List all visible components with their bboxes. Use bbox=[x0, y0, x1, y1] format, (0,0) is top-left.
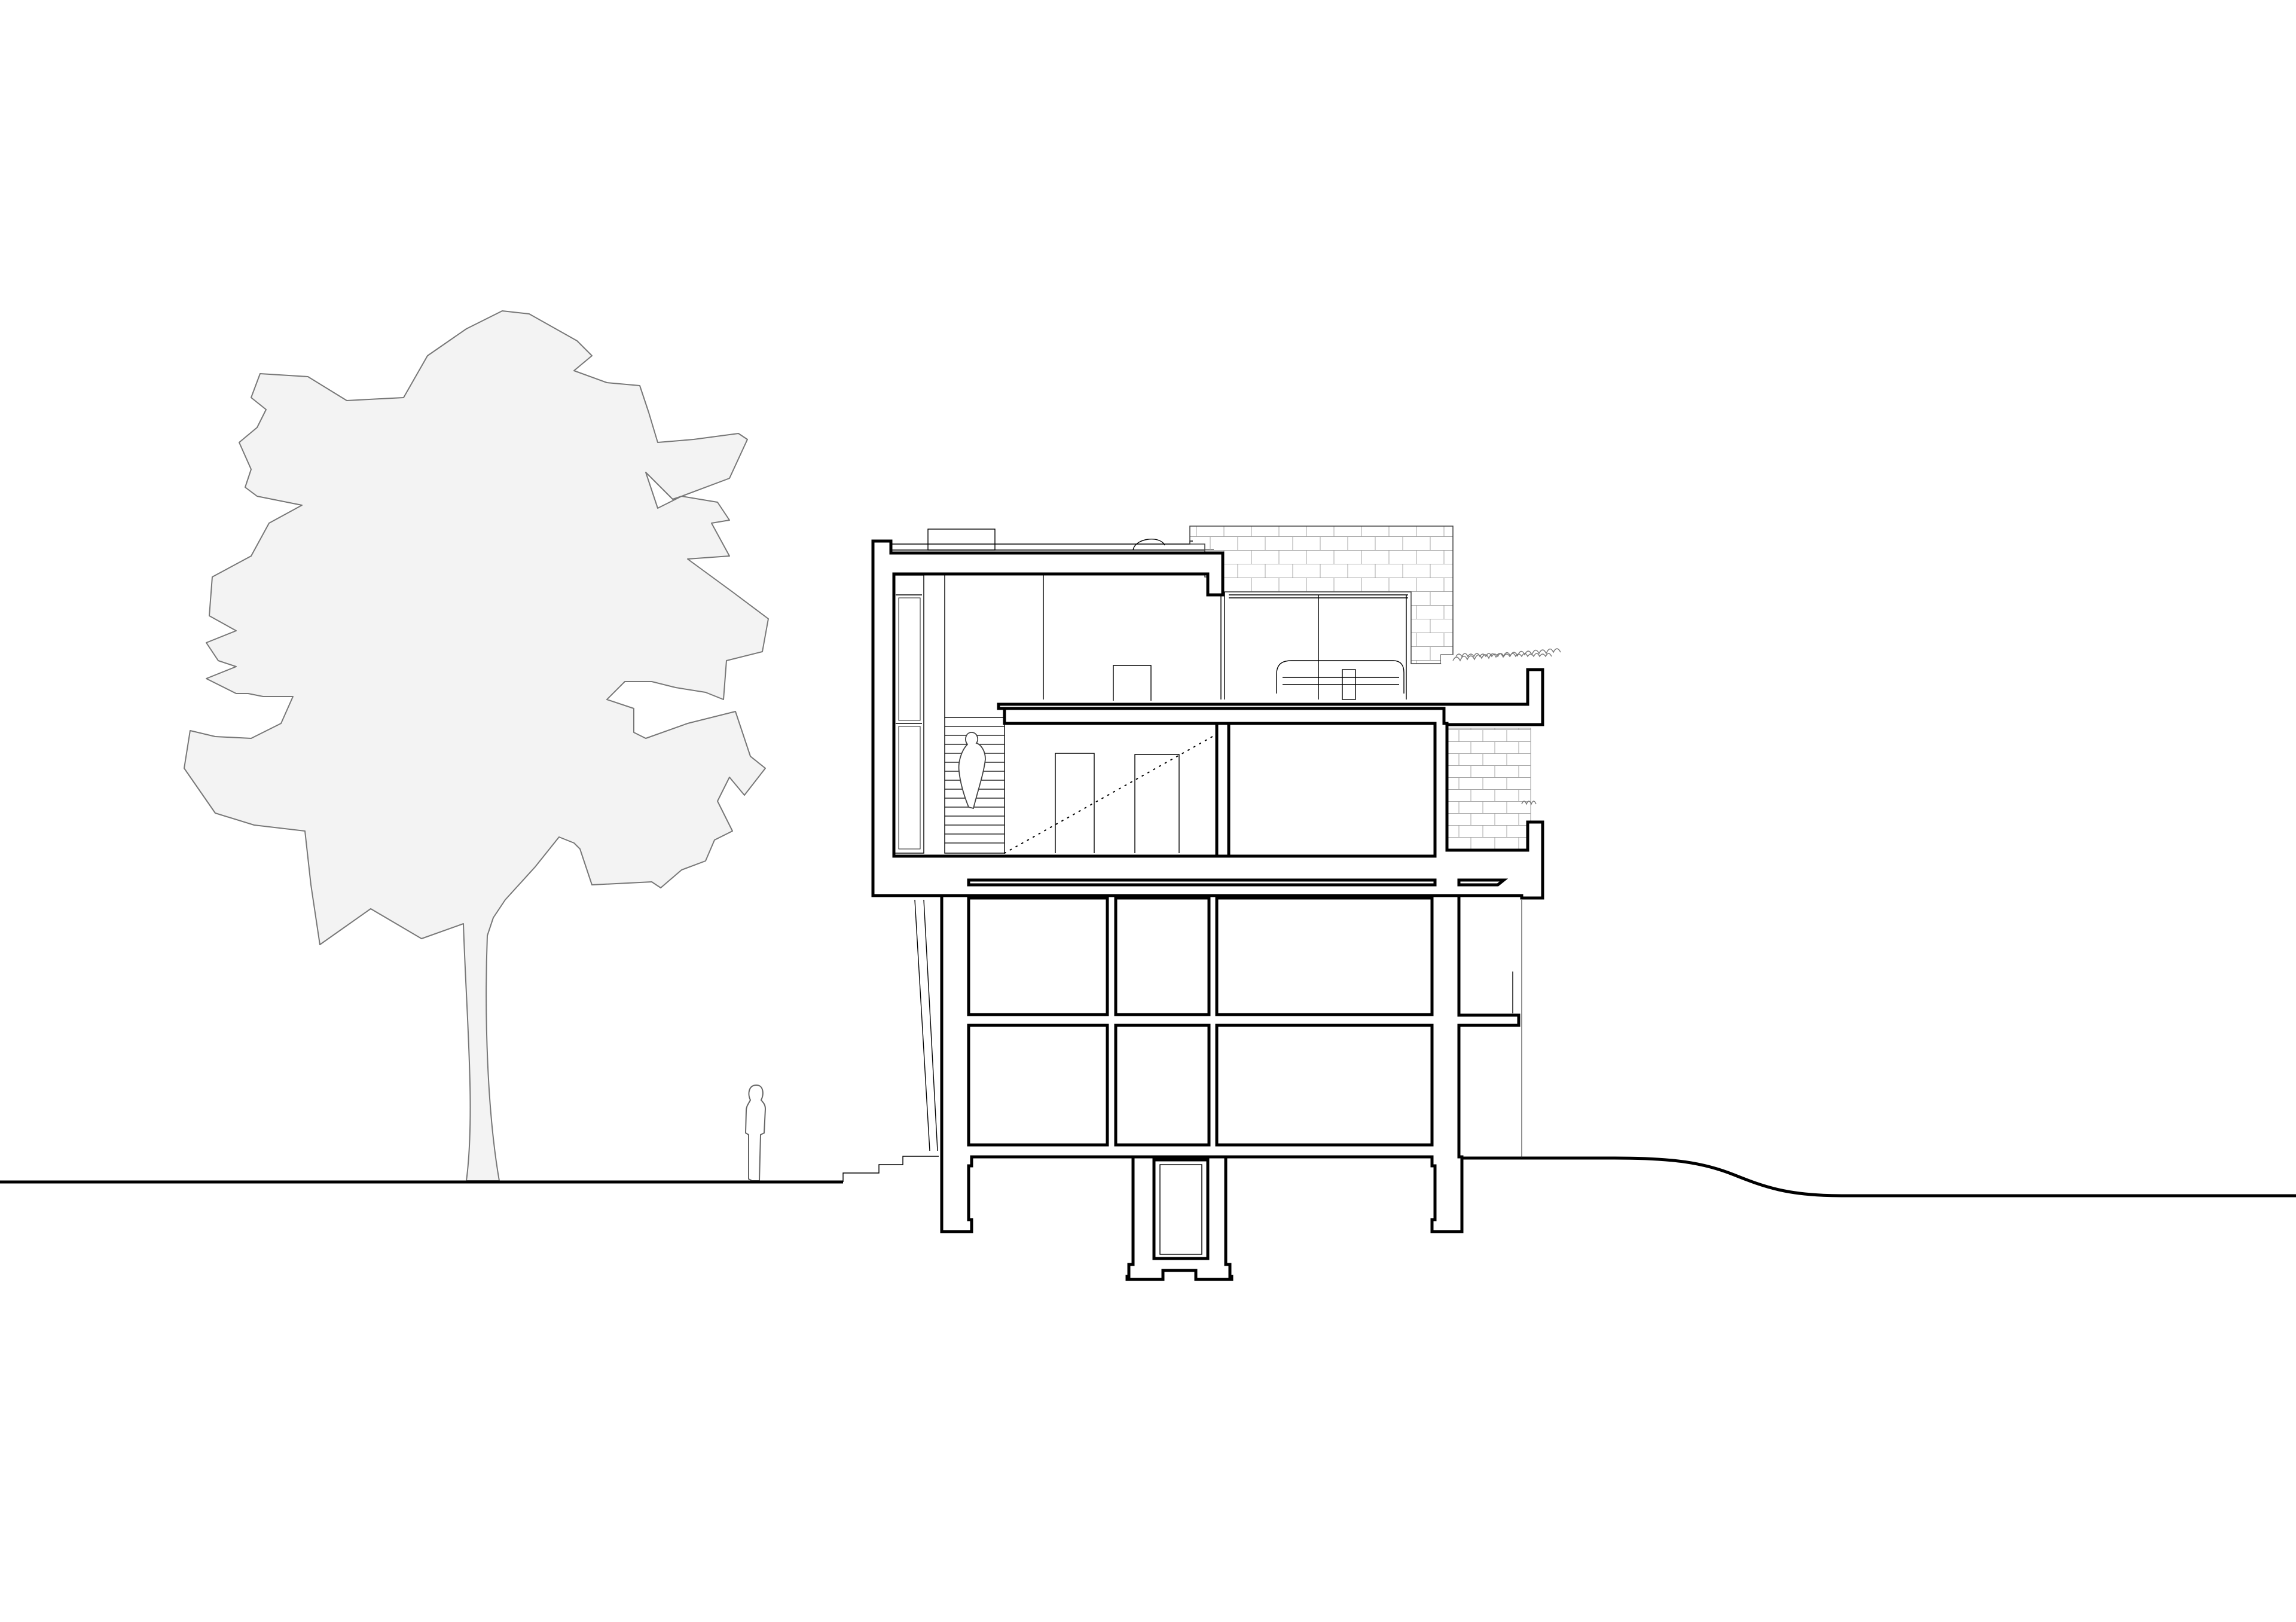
green-roof-planting bbox=[1452, 648, 1561, 805]
staircase bbox=[944, 717, 1005, 854]
roof-terrace bbox=[891, 529, 1214, 551]
building-section-cut bbox=[871, 539, 1544, 1281]
foundation bbox=[1159, 1164, 1202, 1255]
brick-cladding bbox=[1189, 526, 1531, 851]
ground-line bbox=[0, 1156, 2296, 1198]
tree-silhouette bbox=[184, 310, 769, 1181]
human-figure bbox=[744, 1084, 767, 1181]
